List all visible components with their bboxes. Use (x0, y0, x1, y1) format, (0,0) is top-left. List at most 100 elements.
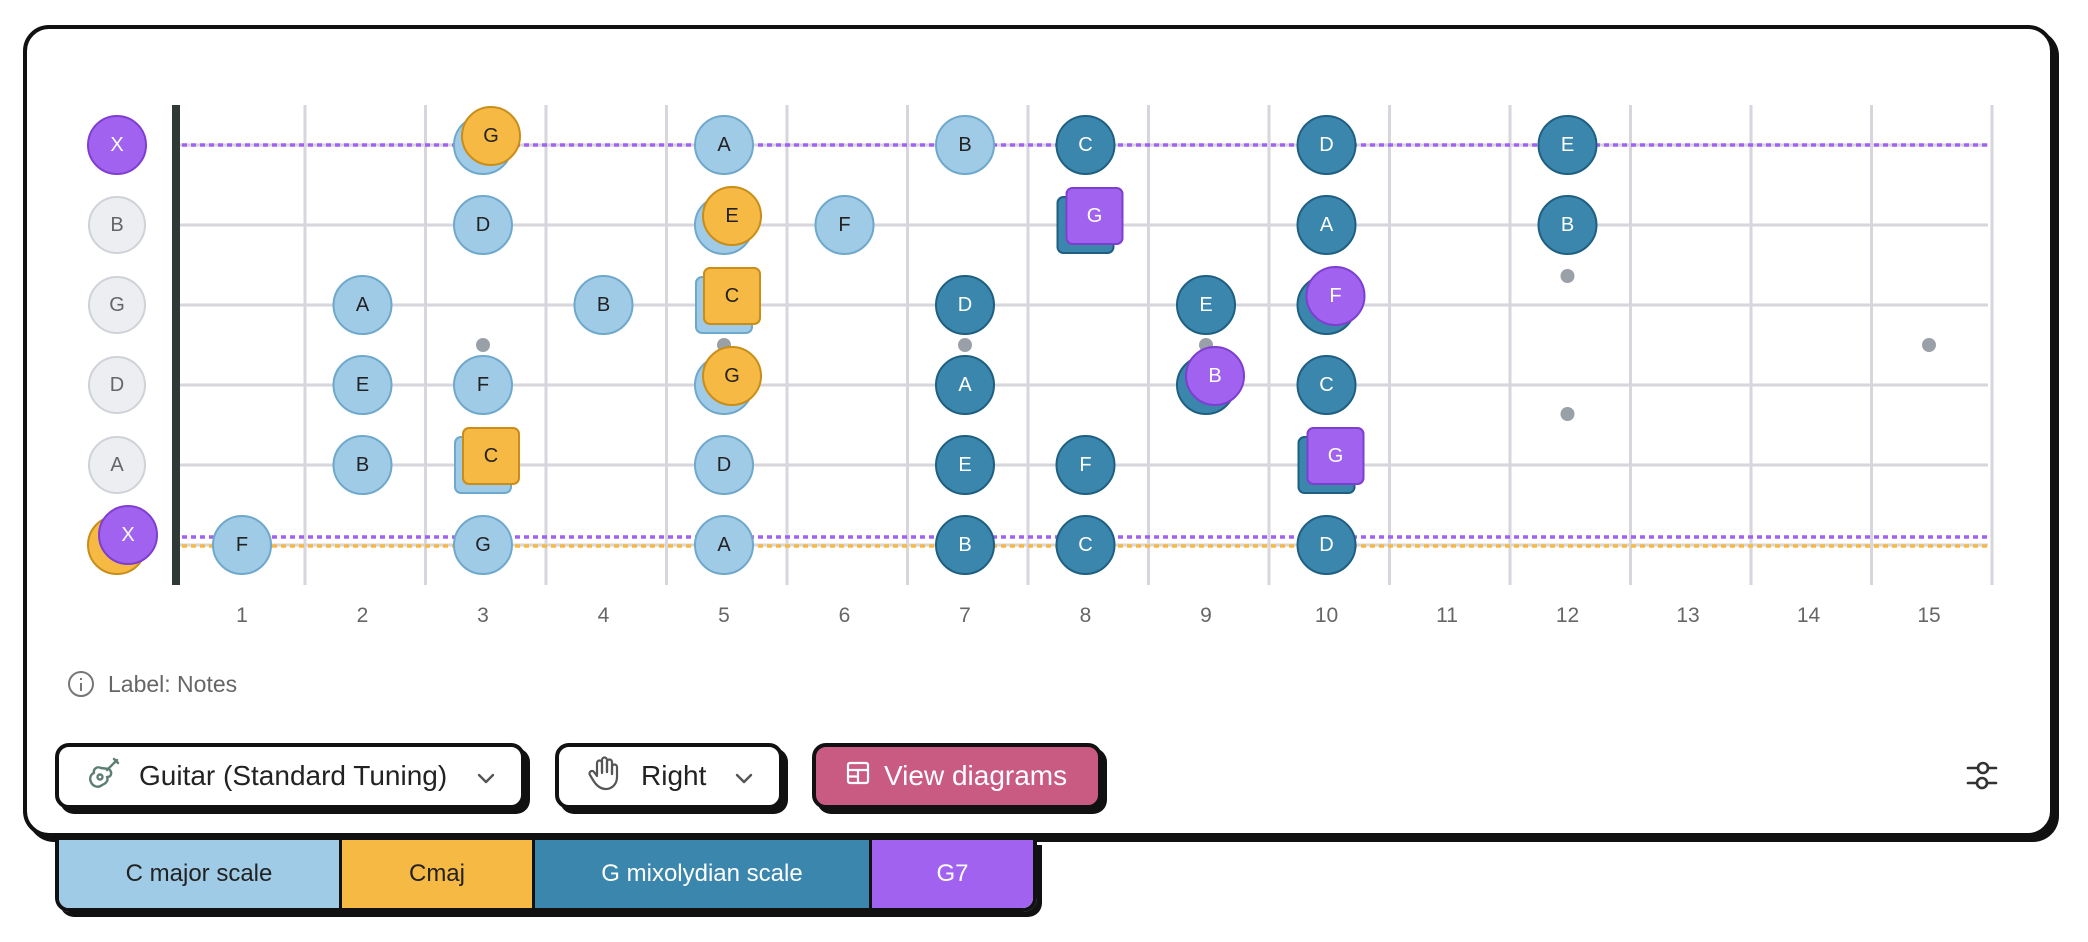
note-marker-g-mixolydian-scale[interactable]: D (1296, 515, 1357, 575)
guitar-icon (87, 756, 121, 797)
note-marker-g7[interactable]: F (1305, 266, 1366, 326)
note-marker-cmaj[interactable]: G (461, 106, 521, 166)
string-open-4[interactable]: D (88, 356, 146, 414)
note-marker-g-mixolydian-scale[interactable]: A (1296, 195, 1357, 255)
legend-item-cmaj[interactable]: Cmaj (342, 840, 535, 908)
label-info: Label: Notes (68, 668, 237, 700)
note-label: B (1208, 365, 1221, 387)
note-label: G (1328, 445, 1344, 467)
sliders-icon (1964, 761, 2000, 798)
note-label: B (958, 534, 971, 556)
string-open-5[interactable]: A (88, 436, 146, 494)
note-label: E (1199, 294, 1212, 316)
note-marker-g-mixolydian-scale[interactable]: A (935, 355, 995, 415)
note-marker-c-major-scale[interactable]: B (332, 435, 393, 495)
label-info-text: Label: Notes (108, 670, 238, 697)
note-label: C (1078, 134, 1092, 156)
string-open-3[interactable]: G (88, 276, 146, 334)
note-marker-c-major-scale[interactable]: A (332, 275, 393, 335)
view-diagrams-button[interactable]: View diagrams (812, 743, 1102, 809)
note-label: B (1561, 214, 1574, 236)
note-label: F (1079, 454, 1091, 476)
inlay-dot (1922, 338, 1936, 352)
fret-number: 13 (1676, 604, 1699, 627)
note-marker-g-mixolydian-scale[interactable]: E (1176, 275, 1236, 335)
fretboard-card (23, 25, 2054, 837)
note-label: B (356, 454, 369, 476)
view-diagrams-label: View diagrams (884, 760, 1068, 791)
note-marker-c-major-scale[interactable]: G (453, 515, 513, 575)
string-open-label: G (109, 294, 125, 316)
note-marker-c-major-scale[interactable]: F (814, 195, 875, 255)
note-label: D (717, 454, 731, 476)
note-marker-g-mixolydian-scale[interactable]: F (1055, 435, 1116, 495)
note-label: A (1320, 214, 1334, 236)
chevron-down-icon (477, 760, 495, 792)
note-marker-cmaj[interactable]: G (702, 346, 762, 406)
hand-select[interactable]: Right (555, 743, 783, 809)
note-label: F (1329, 285, 1341, 307)
note-marker-g-mixolydian-scale[interactable]: E (935, 435, 995, 495)
note-label: A (717, 534, 731, 556)
string-open-1[interactable]: X (87, 115, 147, 175)
note-marker-g7[interactable]: G (1306, 427, 1365, 485)
legend-item-g7[interactable]: G7 (872, 840, 1033, 908)
note-marker-g-mixolydian-scale[interactable]: E (1537, 115, 1598, 175)
note-marker-c-major-scale[interactable]: A (694, 115, 754, 175)
note-marker-g-mixolydian-scale[interactable]: B (935, 515, 995, 575)
fret-number: 9 (1200, 604, 1212, 627)
string-open-label: B (110, 214, 123, 236)
note-label: E (958, 454, 971, 476)
legend-item-c-major-scale[interactable]: C major scale (59, 840, 342, 908)
note-marker-c-major-scale[interactable]: B (935, 115, 995, 175)
fret-number: 12 (1556, 604, 1579, 627)
note-marker-g-mixolydian-scale[interactable]: C (1055, 515, 1116, 575)
note-marker-cmaj[interactable]: E (702, 186, 762, 246)
note-marker-c-major-scale[interactable]: B (573, 275, 634, 335)
string-open-label: X (121, 524, 134, 546)
instrument-select-label: Guitar (Standard Tuning) (139, 760, 448, 791)
string-open-2[interactable]: B (88, 196, 146, 254)
legend-item-g-mixolydian-scale[interactable]: G mixolydian scale (535, 840, 872, 908)
note-label: D (476, 214, 490, 236)
note-marker-c-major-scale[interactable]: F (212, 515, 272, 575)
inlay-dot (1560, 269, 1575, 283)
note-marker-c-major-scale[interactable]: F (453, 355, 513, 415)
note-label: C (484, 445, 498, 467)
note-label: A (958, 374, 972, 396)
note-label: D (1319, 134, 1333, 156)
note-marker-cmaj[interactable]: C (703, 267, 761, 325)
note-marker-g7[interactable]: B (1185, 346, 1245, 406)
note-marker-c-major-scale[interactable]: D (453, 195, 513, 255)
fret-number: 7 (959, 604, 971, 627)
note-label: A (356, 294, 370, 316)
string-open-6[interactable]: X (87, 505, 158, 575)
fret-number: 11 (1436, 604, 1458, 627)
fret-number: 4 (598, 604, 610, 627)
hand-icon (587, 755, 623, 798)
note-marker-g-mixolydian-scale[interactable]: C (1055, 115, 1116, 175)
note-marker-g-mixolydian-scale[interactable]: D (1296, 115, 1357, 175)
info-icon (68, 671, 94, 697)
note-marker-c-major-scale[interactable]: A (694, 515, 754, 575)
note-marker-g-mixolydian-scale[interactable]: D (935, 275, 995, 335)
settings-button[interactable] (1964, 758, 2000, 794)
note-label: E (725, 205, 738, 227)
fret-number: 1 (236, 604, 248, 627)
note-marker-g-mixolydian-scale[interactable]: B (1537, 195, 1598, 255)
note-label: C (725, 285, 739, 307)
note-label: F (477, 374, 489, 396)
note-marker-g-mixolydian-scale[interactable]: C (1296, 355, 1357, 415)
string-open-label: A (110, 454, 124, 476)
inlay-dot (1560, 407, 1575, 421)
fret-number: 14 (1797, 604, 1821, 627)
chevron-down-icon (735, 760, 753, 792)
note-label: C (1078, 534, 1092, 556)
note-marker-c-major-scale[interactable]: E (332, 355, 393, 415)
note-marker-g7[interactable]: G (1065, 187, 1124, 245)
note-marker-cmaj[interactable]: C (462, 427, 520, 485)
instrument-select[interactable]: Guitar (Standard Tuning) (55, 743, 525, 809)
note-marker-c-major-scale[interactable]: D (694, 435, 754, 495)
